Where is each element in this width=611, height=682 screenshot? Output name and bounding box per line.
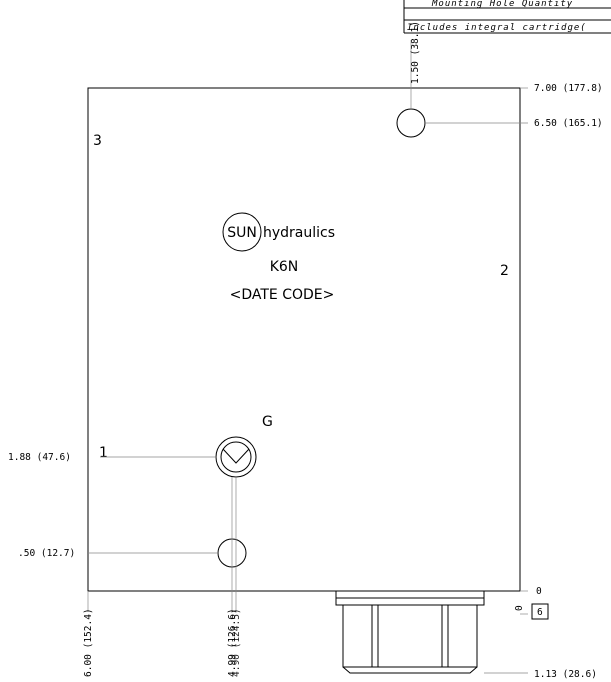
dim-left-1-88: 1.88 (47.6) — [8, 452, 71, 463]
dim-right-zero: 0 — [536, 586, 542, 597]
port-2-label: 2 — [500, 263, 509, 279]
dim-bottom-4-90: 4.90 (124.5) — [231, 608, 242, 677]
dim-bottom-zero: 0 — [514, 605, 525, 611]
dim-right-1-13: 1.13 (28.6) — [534, 669, 597, 680]
dim-right-7-00: 7.00 (177.8) — [534, 83, 603, 94]
dim-left-0-50: .50 (12.7) — [18, 548, 75, 559]
manifold-block — [87, 87, 521, 592]
dim-right-6-50: 6.50 (165.1) — [534, 118, 603, 129]
logo-circle-text: SUN — [227, 225, 257, 241]
port-g-label: G — [262, 414, 273, 430]
port-3-label: 3 — [93, 133, 102, 149]
dim-bottom-4-99: 4.99 (126.6) — [227, 608, 238, 677]
note-includes-integral-cartridge: Includes integral cartridge( — [407, 23, 587, 33]
mounting-hole-top — [396, 108, 426, 138]
date-code-label: <DATE CODE> — [230, 287, 335, 303]
notes-table: Mounting Hole Quantity Includes integral… — [403, 0, 611, 34]
dim-boxed-6: 6 — [537, 607, 543, 618]
cartridge-hex — [335, 590, 485, 674]
model-label: K6N — [270, 259, 299, 275]
logo-text: hydraulics — [263, 225, 335, 241]
boxed-dimension-frame — [531, 603, 549, 620]
sun-hydraulics-logo: SUN hydraulics — [222, 212, 335, 252]
port-1-label: 1 — [99, 445, 108, 461]
dim-top-vertical: 1.50 (38.1) — [410, 21, 421, 84]
dim-bottom-6-00: 6.00 (152.4) — [83, 608, 94, 677]
note-mounting-hole-quantity: Mounting Hole Quantity — [431, 0, 573, 9]
gauge-port-symbol — [215, 436, 257, 478]
